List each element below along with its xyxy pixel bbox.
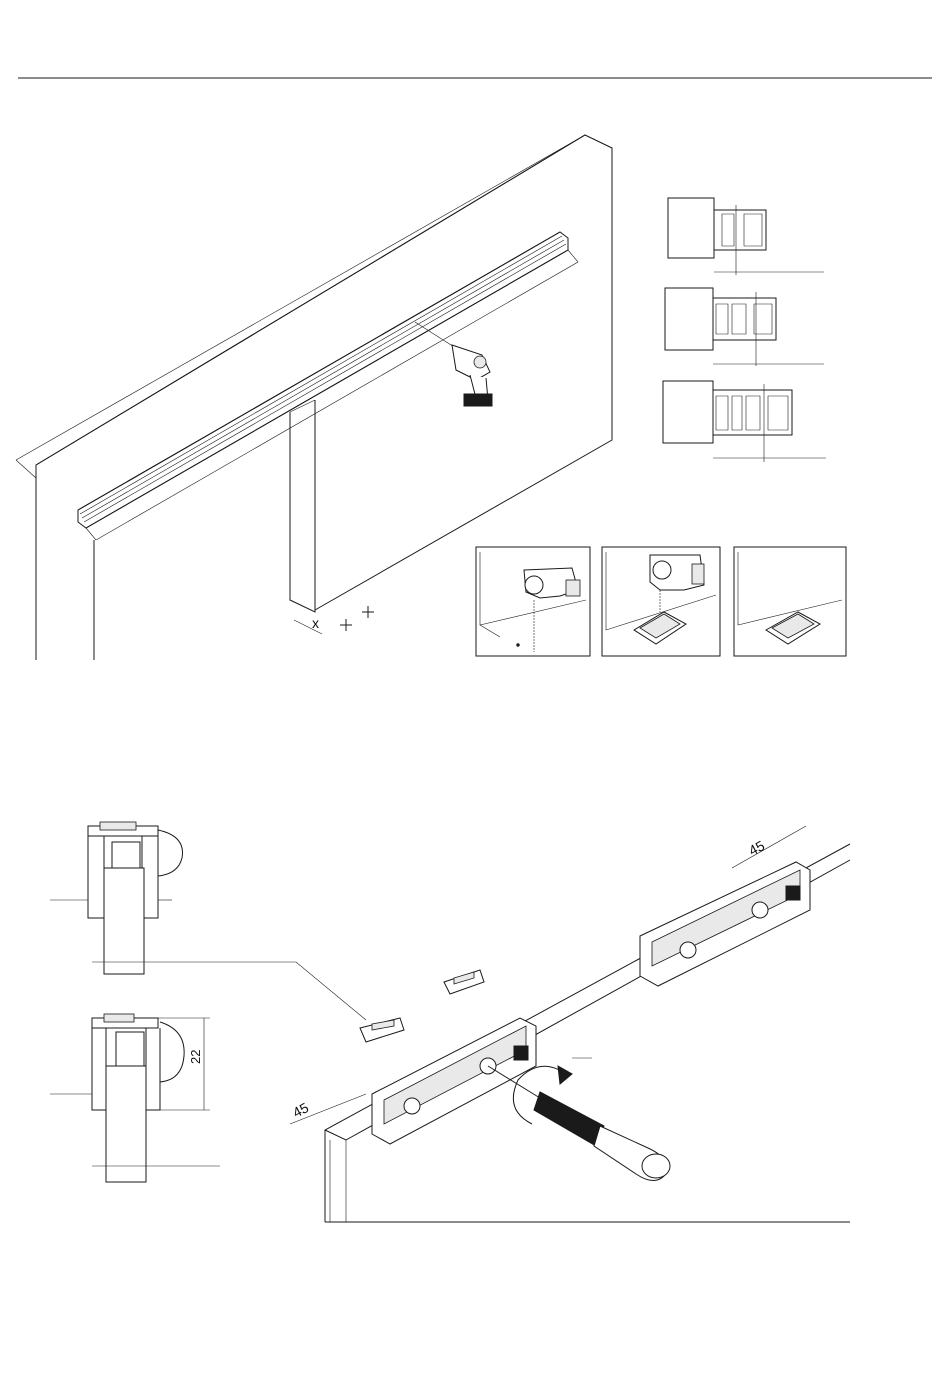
wall-rail-illustration: x xyxy=(16,135,612,660)
roller-section-upper xyxy=(50,822,366,1020)
profile-section-2 xyxy=(665,288,824,366)
x-label: x xyxy=(312,615,319,631)
drill-icon xyxy=(452,345,492,406)
profile-section-1 xyxy=(668,198,824,275)
roller-carriage-left xyxy=(290,1018,536,1144)
dimension-right: 45 xyxy=(746,837,767,859)
profile-section-3 xyxy=(663,381,826,462)
drill-icon xyxy=(650,555,704,590)
screwdriver-icon xyxy=(488,1066,670,1181)
step-insert-bracket xyxy=(602,547,720,656)
clip-icon xyxy=(444,970,484,994)
dimension-vertical: 22 xyxy=(188,1050,203,1064)
step-bracket-mounted xyxy=(734,547,846,656)
roller-carriage-right xyxy=(640,826,810,986)
drill-icon xyxy=(524,568,580,598)
dimension-left: 45 xyxy=(290,1099,311,1121)
clip-icon xyxy=(360,1018,404,1042)
roller-section-lower: 22 xyxy=(50,1014,220,1182)
step-drill-hole xyxy=(476,547,590,656)
